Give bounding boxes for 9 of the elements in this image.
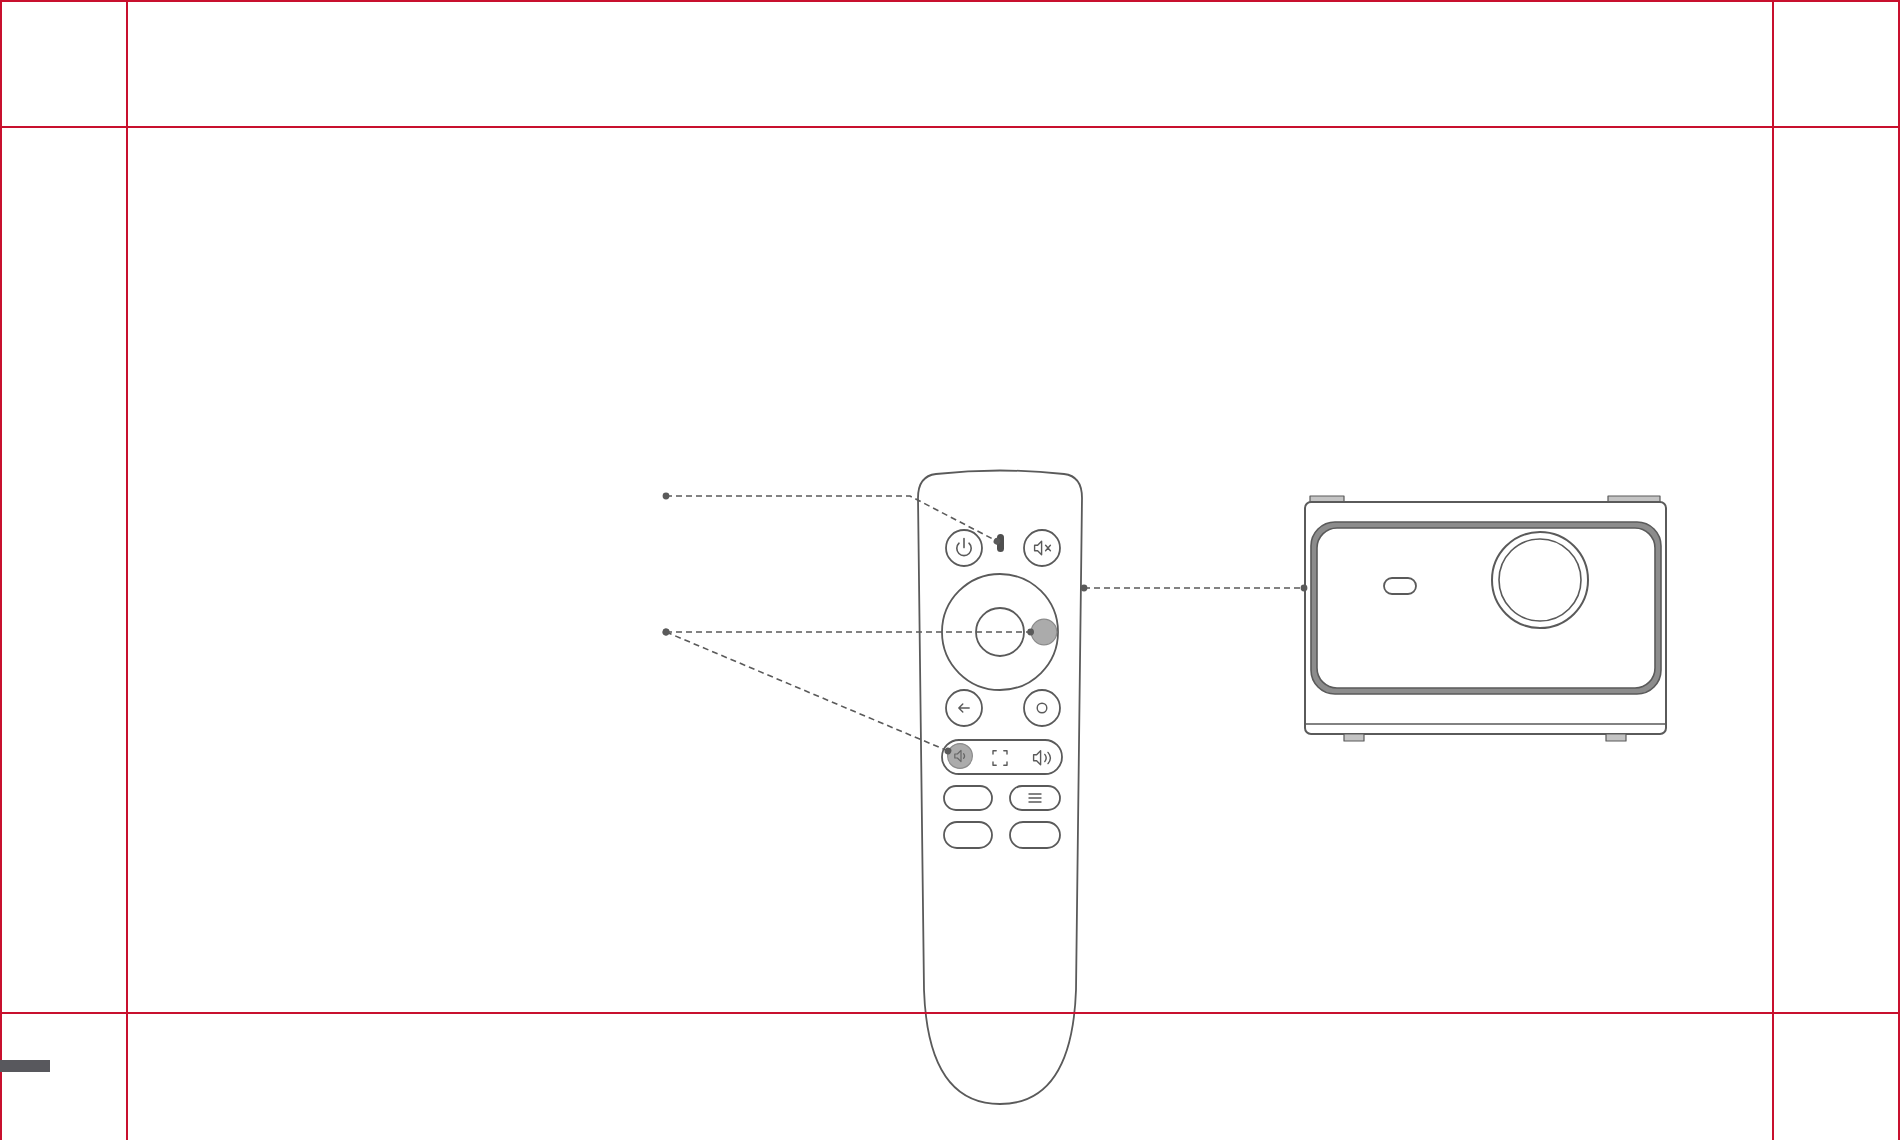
remote-control-drawing: [916, 466, 1084, 1106]
leader-line: [662, 628, 952, 755]
dpad-right-button: [1031, 619, 1057, 645]
projector-drawing: [1304, 492, 1668, 746]
volume-down-button: [947, 743, 973, 769]
indicator-light: [997, 534, 1004, 552]
leader-line: [662, 628, 1034, 636]
leader-line: [662, 492, 1001, 545]
connector-line: [1080, 584, 1308, 592]
